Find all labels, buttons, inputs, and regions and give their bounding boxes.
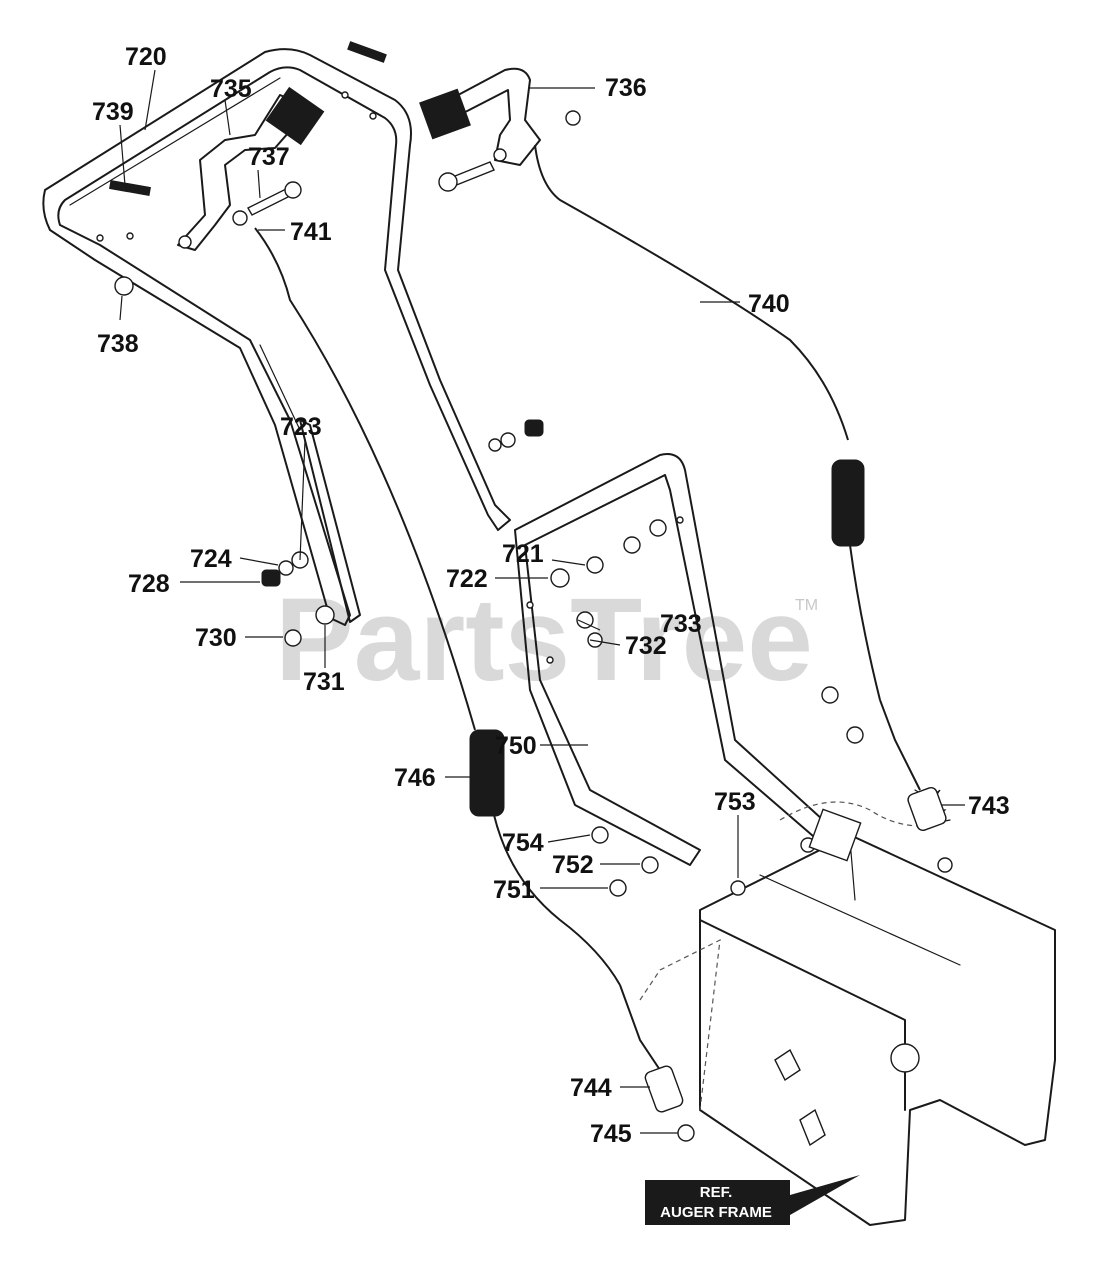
part-label-728: 728	[128, 570, 170, 598]
part-label-740: 740	[748, 290, 790, 318]
right-lever	[429, 67, 581, 166]
part-label-753: 753	[714, 788, 756, 816]
watermark-trademark: TM	[795, 597, 818, 614]
springs	[619, 699, 951, 1113]
part-label-750: 750	[495, 732, 537, 760]
hardware	[261, 419, 953, 1142]
part-label-722: 722	[446, 565, 488, 593]
part-label-752: 752	[552, 851, 594, 879]
reference-arrow-box	[645, 1175, 860, 1225]
cables	[254, 144, 881, 986]
part-label-738: 738	[97, 330, 139, 358]
part-label-743: 743	[968, 792, 1010, 820]
part-label-720: 720	[125, 43, 167, 71]
control-lever	[177, 86, 325, 251]
grip-decals	[109, 41, 471, 196]
part-label-721: 721	[502, 540, 544, 568]
part-label-736: 736	[605, 74, 647, 102]
lower-handle	[514, 453, 846, 866]
reference-line2: AUGER FRAME	[660, 1204, 772, 1221]
auger-frame	[639, 801, 1056, 1226]
reference-line1: REF.	[700, 1184, 733, 1201]
part-label-733: 733	[660, 610, 702, 638]
watermark-text: PartsTree	[275, 574, 813, 706]
upper-handle	[42, 48, 511, 626]
leader-lines	[119, 69, 965, 1134]
part-label-754: 754	[502, 829, 544, 857]
part-label-739: 739	[92, 98, 134, 126]
part-label-735: 735	[210, 75, 252, 103]
part-label-745: 745	[590, 1120, 632, 1148]
part-label-731: 731	[303, 668, 345, 696]
part-label-741: 741	[290, 218, 332, 246]
part-label-723: 723	[280, 413, 322, 441]
part-label-737: 737	[248, 143, 290, 171]
part-label-732: 732	[625, 632, 667, 660]
part-label-730: 730	[195, 624, 237, 652]
part-label-746: 746	[394, 764, 436, 792]
part-label-751: 751	[493, 876, 535, 904]
left-bracket	[299, 419, 361, 623]
cable-grips	[469, 459, 865, 817]
watermark: PartsTree TM	[275, 574, 818, 706]
part-label-744: 744	[570, 1074, 612, 1102]
part-labels: 720 735 739 737 741 738 736 740 723 724 …	[92, 43, 1010, 1148]
reference-box: REF. AUGER FRAME	[645, 1175, 860, 1225]
part-label-724: 724	[190, 545, 232, 573]
upper-hardware	[114, 161, 495, 296]
